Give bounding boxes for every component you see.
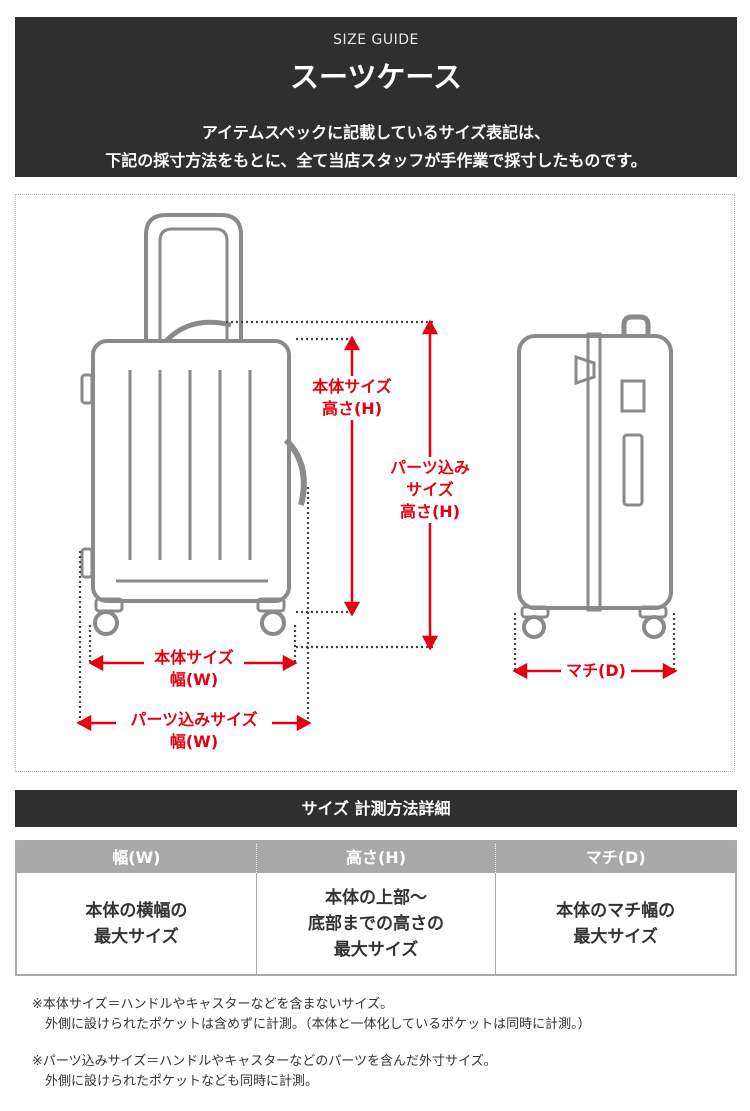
- note-line: ※本体サイズ＝ハンドルやキャスターなどを含まないサイズ。: [32, 997, 394, 1012]
- parts-height-label-line-1: パーツ込み: [390, 458, 470, 477]
- measurement-detail-title: サイズ 計測方法詳細: [15, 790, 737, 827]
- side-suitcase-body: [517, 334, 673, 610]
- width-cell-line-1: 本体の横幅の: [85, 900, 188, 921]
- width-column-header: 幅(W): [17, 842, 256, 873]
- note-line: ※パーツ込みサイズ＝ハンドルやキャスターなどのパーツを含んだ外寸サイズ。: [32, 1054, 497, 1069]
- parts-height-label-line-2: サイズ: [406, 480, 454, 499]
- parts-width-label-line-2: 幅(W): [169, 732, 219, 751]
- depth-column-cell: 本体のマチ幅の 最大サイズ: [495, 873, 735, 974]
- depth-column-header: マチ(D): [496, 842, 736, 873]
- depth-cell-line-2: 最大サイズ: [573, 926, 658, 947]
- body-height-label: 本体サイズ 高さ(H): [304, 376, 400, 420]
- height-cell-line-1: 本体の上部～: [325, 887, 427, 908]
- notes: ※本体サイズ＝ハンドルやキャスターなどを含まないサイズ。 外側に設けられたポケッ…: [32, 995, 732, 1092]
- front-suitcase-body: [91, 339, 291, 603]
- note-line: 外側に設けられたポケットなども同時に計測。: [45, 1074, 319, 1089]
- depth-label: マチ(D): [561, 660, 631, 682]
- parts-height-label: パーツ込み サイズ 高さ(H): [382, 457, 478, 523]
- note-line: 外側に設けられたポケットは含めずに計測。（本体と一体化しているポケットは同時に計…: [45, 1017, 591, 1032]
- body-height-label-line-2: 高さ(H): [321, 399, 383, 418]
- body-height-label-line-1: 本体サイズ: [312, 377, 392, 396]
- height-column-header: 高さ(H): [256, 842, 496, 873]
- parts-width-label: パーツ込みサイズ 幅(W): [116, 709, 272, 753]
- width-column-cell: 本体の横幅の 最大サイズ: [17, 873, 256, 974]
- page-title: スーツケース: [290, 60, 462, 94]
- height-column: 高さ(H) 本体の上部～ 底部までの高さの 最大サイズ: [255, 842, 496, 974]
- size-guide-kicker: SIZE GUIDE: [333, 32, 419, 48]
- height-column-cell: 本体の上部～ 底部までの高さの 最大サイズ: [255, 873, 496, 974]
- width-column: 幅(W) 本体の横幅の 最大サイズ: [17, 842, 256, 974]
- depth-cell-line-1: 本体のマチ幅の: [556, 900, 676, 921]
- width-cell-line-2: 最大サイズ: [94, 926, 179, 947]
- telescopic-handle: [144, 213, 243, 341]
- parts-width-label-line-1: パーツ込みサイズ: [130, 710, 258, 729]
- body-width-label: 本体サイズ 幅(W): [144, 647, 244, 691]
- body-width-label-line-2: 幅(W): [169, 670, 219, 689]
- note-parts-size: ※パーツ込みサイズ＝ハンドルやキャスターなどのパーツを含んだ外寸サイズ。 外側に…: [32, 1052, 732, 1092]
- description-line-1: アイテムスペックに記載しているサイズ表記は、: [201, 123, 551, 142]
- parts-height-label-line-3: 高さ(H): [399, 502, 461, 521]
- measurement-table: 幅(W) 本体の横幅の 最大サイズ 高さ(H) 本体の上部～ 底部までの高さの …: [15, 840, 737, 976]
- description-line-2: 下記の採寸方法をもとに、全て当店スタッフが手作業で採寸したものです。: [105, 151, 647, 170]
- body-width-label-line-1: 本体サイズ: [154, 648, 234, 667]
- suitcase-illustration: [76, 213, 678, 732]
- note-body-size: ※本体サイズ＝ハンドルやキャスターなどを含まないサイズ。 外側に設けられたポケッ…: [32, 995, 732, 1035]
- size-guide-header: SIZE GUIDE スーツケース アイテムスペックに記載しているサイズ表記は、…: [15, 17, 737, 177]
- measurement-diagram: 本体サイズ 高さ(H) パーツ込み サイズ 高さ(H) 本体サイズ 幅(W) パ…: [15, 194, 735, 772]
- height-cell-line-3: 最大サイズ: [333, 939, 419, 960]
- height-cell-line-2: 底部までの高さの: [308, 913, 444, 934]
- depth-column: マチ(D) 本体のマチ幅の 最大サイズ: [495, 842, 736, 974]
